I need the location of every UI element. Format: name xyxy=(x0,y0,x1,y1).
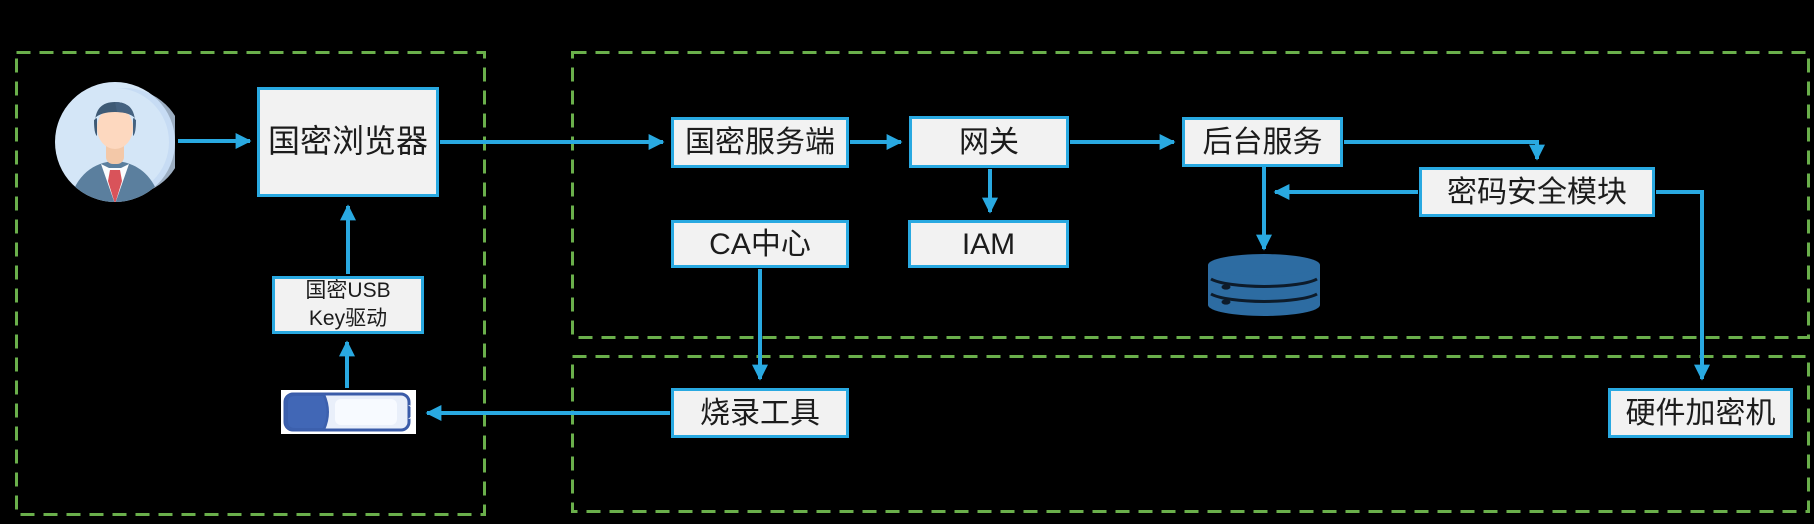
node-backend-service: 后台服务 xyxy=(1182,117,1343,167)
node-backend-service-label: 后台服务 xyxy=(1202,125,1323,159)
node-iam-label: IAM xyxy=(961,227,1016,261)
node-burn-tool-label: 烧录工具 xyxy=(700,396,820,430)
node-gateway: 网关 xyxy=(909,116,1069,168)
usb-key-icon xyxy=(281,390,416,434)
node-iam: IAM xyxy=(908,220,1069,268)
node-gm-server-label: 国密服务端 xyxy=(685,126,835,159)
client-zone-border xyxy=(15,51,486,516)
node-security-module-label: 密码安全模块 xyxy=(1447,175,1627,209)
node-gm-server: 国密服务端 xyxy=(671,117,849,168)
node-ca-center-label: CA中心 xyxy=(709,227,811,261)
node-usb-key-driver-label-line1: 国密USB xyxy=(305,278,391,302)
node-browser: 国密浏览器 xyxy=(257,87,439,197)
node-browser-label: 国密浏览器 xyxy=(267,123,428,160)
node-ca-center: CA中心 xyxy=(671,220,849,268)
server-zone-top-border xyxy=(571,51,1810,339)
edge-security-module-to-hsm xyxy=(1656,190,1710,381)
database-icon xyxy=(1205,252,1323,318)
node-usb-key-driver: 国密USB Key驱动 xyxy=(272,276,424,334)
server-zone-bottom-border xyxy=(571,355,1810,513)
node-hardware-encryptor: 硬件加密机 xyxy=(1608,388,1793,438)
node-burn-tool: 烧录工具 xyxy=(671,388,849,438)
node-security-module: 密码安全模块 xyxy=(1419,167,1655,217)
node-usb-key-driver-label-line2: Key驱动 xyxy=(308,307,388,330)
node-hardware-encryptor-label: 硬件加密机 xyxy=(1625,396,1776,430)
user-avatar-icon xyxy=(55,82,183,202)
edge-backend-to-security-module xyxy=(1344,140,1545,161)
node-gateway-label: 网关 xyxy=(959,125,1019,159)
